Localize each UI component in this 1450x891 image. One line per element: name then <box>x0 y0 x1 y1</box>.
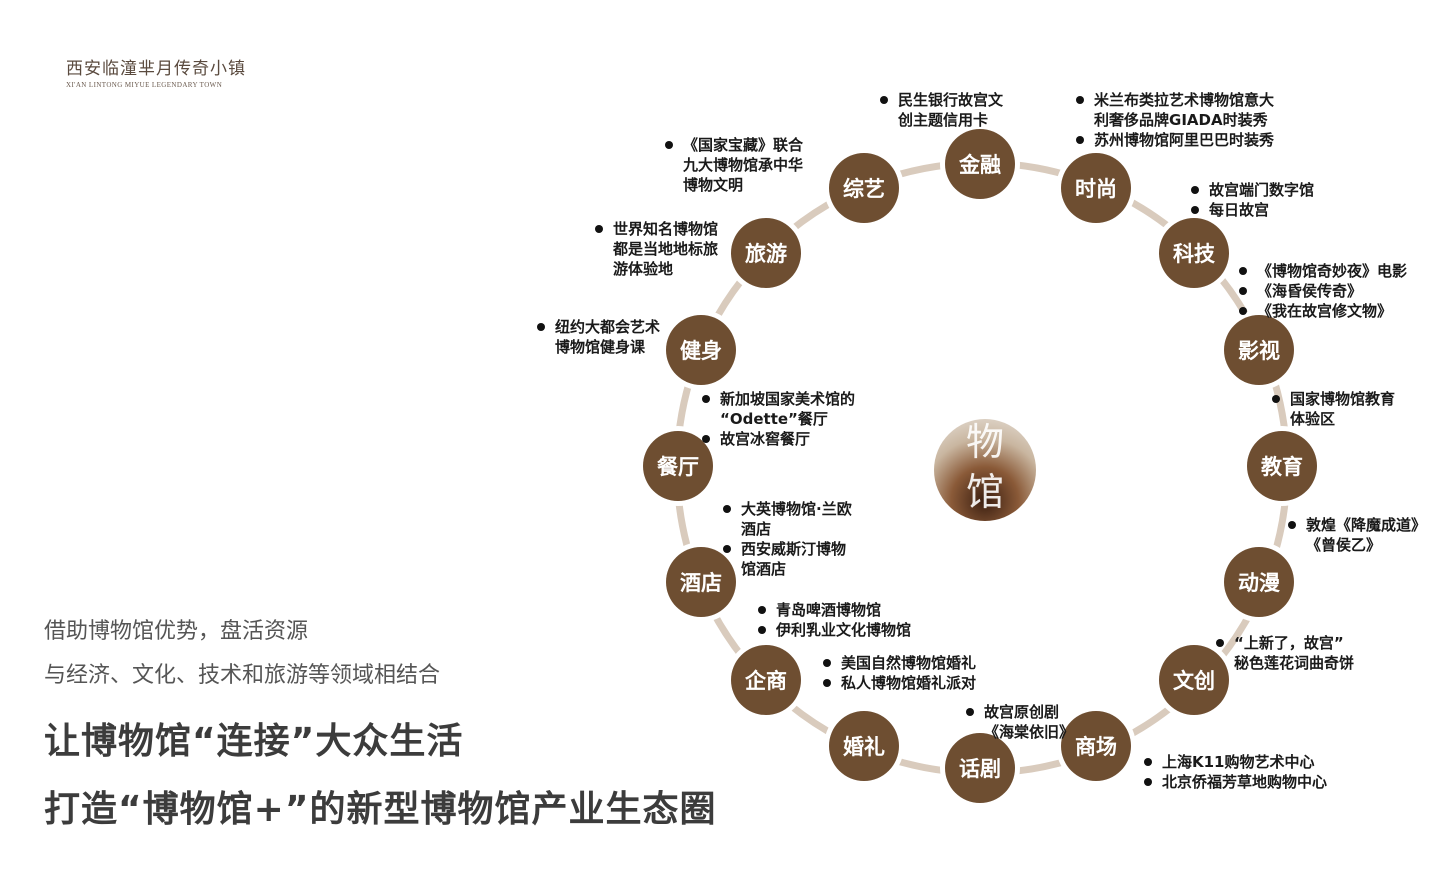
bullet-item: 国家博物馆教育 体验区 <box>1268 389 1395 429</box>
bullet-item: 世界知名博物馆 都是当地地标旅 游体验地 <box>591 219 718 279</box>
node-fitness: 健身 <box>666 315 736 385</box>
node-tourism: 旅游 <box>731 218 801 288</box>
bullet-item: 私人博物馆婚礼派对 <box>819 673 976 693</box>
bullets-wedding: 美国自然博物馆婚礼 私人博物馆婚礼派对 <box>819 653 976 693</box>
bullet-item: 纽约大都会艺术 博物馆健身课 <box>533 317 660 357</box>
subtitle-line-1: 借助博物馆优势，盘活资源 <box>44 619 309 644</box>
bullet-item: 上海K11购物艺术中心 <box>1140 752 1327 772</box>
node-enterprise: 企商 <box>731 645 801 715</box>
bullets-fashion: 米兰布类拉艺术博物馆意大 利奢侈品牌GIADA时装秀 苏州博物馆阿里巴巴时装秀 <box>1072 90 1274 150</box>
node-mall: 商场 <box>1061 711 1131 781</box>
bullet-item: 西安威斯汀博物 馆酒店 <box>719 539 852 579</box>
subtitle-line-2: 与经济、文化、技术和旅游等领域相结合 <box>44 663 441 688</box>
bullets-drama: 故宫原创剧 《海棠依旧》 <box>962 702 1074 742</box>
headline-line-1: 让博物馆“连接”大众生活 <box>44 721 464 762</box>
brand-logo: 西安临潼芈月传奇小镇 XI'AN LINTONG MIYUE LEGENDARY… <box>66 54 246 89</box>
logo-chinese: 西安临潼芈月传奇小镇 <box>66 59 246 79</box>
bullets-enterprise: 青岛啤酒博物馆 伊利乳业文化博物馆 <box>754 600 911 640</box>
bullet-item: 故宫原创剧 《海棠依旧》 <box>962 702 1074 742</box>
bullet-item: 民生银行故宫文 创主题信用卡 <box>876 90 1003 130</box>
node-wedding: 婚礼 <box>829 711 899 781</box>
bullet-item: “上新了，故宫” 秘色莲花词曲奇饼 <box>1212 633 1354 673</box>
bullet-item: 《我在故宫修文物》 <box>1235 301 1407 321</box>
node-finance: 金融 <box>945 129 1015 199</box>
bullet-item: 苏州博物馆阿里巴巴时装秀 <box>1072 130 1274 150</box>
center-char-1: 物 <box>965 420 1004 464</box>
headline-line-2: 打造“博物馆+”的新型博物馆产业生态圈 <box>44 789 717 830</box>
bullet-item: 故宫冰窖餐厅 <box>698 429 855 449</box>
bullets-film: 《博物馆奇妙夜》电影 《海昏侯传奇》 《我在故宫修文物》 <box>1235 261 1407 321</box>
bullet-item: 北京侨福芳草地购物中心 <box>1140 772 1327 792</box>
bullets-hotel: 大英博物馆·兰欧 酒店 西安威斯汀博物 馆酒店 <box>719 499 852 579</box>
bullet-item: 美国自然博物馆婚礼 <box>819 653 976 673</box>
bullet-item: 伊利乳业文化博物馆 <box>754 620 911 640</box>
bullets-tech: 故宫端门数字馆 每日故宫 <box>1187 180 1314 220</box>
center-char-2: 馆 <box>965 470 1004 514</box>
bullet-item: 大英博物馆·兰欧 酒店 <box>719 499 852 539</box>
bullet-item: 青岛啤酒博物馆 <box>754 600 911 620</box>
node-drama: 话剧 <box>945 733 1015 803</box>
node-education: 教育 <box>1247 431 1317 501</box>
bullet-item: 《海昏侯传奇》 <box>1235 281 1407 301</box>
node-tech: 科技 <box>1159 218 1229 288</box>
bullets-restaurant: 新加坡国家美术馆的 “Odette”餐厅 故宫冰窖餐厅 <box>698 389 855 449</box>
node-restaurant: 餐厅 <box>643 431 713 501</box>
logo-english: XI'AN LINTONG MIYUE LEGENDARY TOWN <box>66 81 223 89</box>
bullets-fitness: 纽约大都会艺术 博物馆健身课 <box>533 317 660 357</box>
bullet-item: 米兰布类拉艺术博物馆意大 利奢侈品牌GIADA时装秀 <box>1072 90 1274 130</box>
bullets-variety: 《国家宝藏》联合 九大博物馆承中华 博物文明 <box>661 135 803 195</box>
bullet-item: 每日故宫 <box>1187 200 1314 220</box>
bullet-item: 故宫端门数字馆 <box>1187 180 1314 200</box>
museum-center-photo: 物 馆 <box>934 419 1036 521</box>
bullet-item: 敦煌《降魔成道》 《曾侯乙》 <box>1284 515 1426 555</box>
node-creative: 文创 <box>1159 645 1229 715</box>
bullets-education: 国家博物馆教育 体验区 <box>1268 389 1395 429</box>
bullet-item: 新加坡国家美术馆的 “Odette”餐厅 <box>698 389 855 429</box>
node-film: 影视 <box>1224 315 1294 385</box>
bullets-animation: 敦煌《降魔成道》 《曾侯乙》 <box>1284 515 1426 555</box>
bullet-item: 《博物馆奇妙夜》电影 <box>1235 261 1407 281</box>
node-fashion: 时尚 <box>1061 153 1131 223</box>
node-animation: 动漫 <box>1224 547 1294 617</box>
node-variety: 综艺 <box>829 153 899 223</box>
bullets-creative: “上新了，故宫” 秘色莲花词曲奇饼 <box>1212 633 1354 673</box>
node-hotel: 酒店 <box>666 547 736 617</box>
bullets-mall: 上海K11购物艺术中心 北京侨福芳草地购物中心 <box>1140 752 1327 792</box>
bullet-item: 《国家宝藏》联合 九大博物馆承中华 博物文明 <box>661 135 803 195</box>
bullets-finance: 民生银行故宫文 创主题信用卡 <box>876 90 1003 130</box>
bullets-tourism: 世界知名博物馆 都是当地地标旅 游体验地 <box>591 219 718 279</box>
